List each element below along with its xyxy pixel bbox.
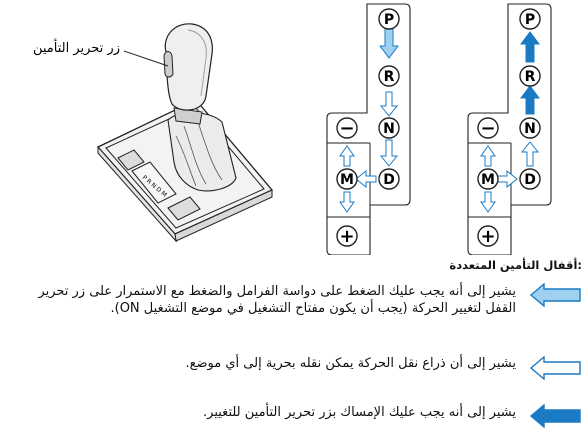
- gate-left-n: N: [383, 121, 395, 137]
- gate-left-m: M: [340, 172, 354, 188]
- hollow-blue-arrow-icon: [530, 283, 581, 307]
- gate-right-minus: −: [480, 118, 495, 139]
- gate-left-d: D: [383, 172, 395, 188]
- gate-right-m: M: [481, 172, 495, 188]
- gate-left-plus: +: [339, 226, 354, 247]
- hollow-white-arrow-icon: [530, 356, 581, 380]
- gate-right-plus: +: [480, 226, 495, 247]
- gate-right-n: N: [524, 121, 536, 137]
- legend-text-hold-release-button: يشير إلى أنه يجب عليك الإمساك بزر تحرير …: [203, 405, 516, 420]
- legend-text-free-movement: يشير إلى أن ذراع نقل الحركة يمكن نقله بح…: [185, 356, 516, 371]
- release-button-label: زر تحرير التأمين: [33, 38, 120, 56]
- gate-left-minus: −: [339, 118, 354, 139]
- gate-right-r: R: [525, 69, 536, 85]
- gate-right-d: D: [524, 172, 536, 188]
- gate-left-p: P: [384, 12, 394, 28]
- gear-shifter-illustration: P R N D M: [96, 23, 274, 243]
- gate-panel-right: P R N D M − +: [467, 3, 552, 255]
- gear-shift-diagram: P R N D M زر تحرير التأمين P R N D M −: [33, 3, 552, 255]
- solid-blue-arrow-icon: [530, 404, 581, 428]
- gate-panel-left: P R N D M − +: [326, 3, 411, 255]
- gate-right-p: P: [525, 12, 535, 28]
- legend-text-brake-and-release: يشير إلى أنه يجب عليك الضغط على دواسة ال…: [38, 284, 516, 316]
- gate-left-r: R: [384, 69, 395, 85]
- section-heading: :أقفال التأمين المتعددة: [449, 258, 582, 272]
